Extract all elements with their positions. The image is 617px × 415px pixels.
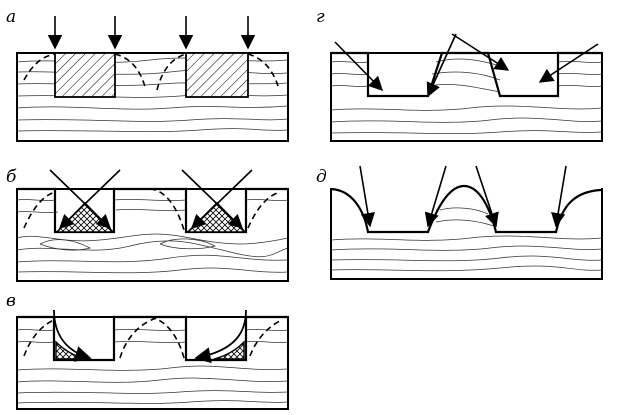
panel-b-arrow [181,169,244,230]
panel-v-wood-grain [16,329,289,404]
panel-b-groove-profile [17,187,288,234]
panel-v-dashed-curve [149,316,185,359]
panel-b-wood-grain [16,199,289,274]
panel-g: г [316,7,603,142]
panel-a-label: а [6,7,16,27]
panel-a-dashed-curve [247,53,279,87]
panel-d: д [316,165,603,280]
panel-g-arrow [451,33,510,71]
panel-b: б [6,167,289,282]
panel-v-dashed-curve [119,316,161,359]
panel-g-groove-profile [331,51,602,98]
panel-a-cutter-right [185,52,249,98]
panel-a-dashed-curve [156,53,187,91]
panel-b-chip-triangle-left [55,201,115,233]
panel-v-chip-fillet-left [55,340,87,360]
panel-b-dashed-curve [149,188,185,231]
panel-g-arrow [538,43,599,83]
panel-a-dashed-curve [23,53,56,81]
panel-b-workpiece-outline [16,188,289,282]
panel-b-label: б [6,167,17,187]
panel-a-dashed-curve [114,53,147,91]
panel-b-arrow [58,169,121,230]
panel-d-arrow [424,165,447,228]
panel-d-label: д [316,167,327,187]
panel-v: в [6,291,289,410]
panel-v-dashed-curve [23,319,55,357]
panel-v-label: в [6,291,16,311]
panel-g-arrow [426,33,457,98]
panel-g-arrow [334,41,384,92]
panel-v-dashed-curve [249,319,283,357]
panel-b-chip-triangle-right [186,201,247,233]
panel-v-cutter-path-left [53,309,92,362]
panel-a: а [6,7,289,142]
panel-g-label: г [316,7,325,27]
panel-v-cutter-path-right [194,309,247,364]
panel-b-arrow [49,169,112,230]
panel-d-arrow [475,165,499,228]
panel-b-dashed-curve [23,191,56,229]
panel-a-cutter-left [54,52,116,98]
panel-b-arrow [190,169,253,230]
panel-d-arrow [359,165,375,228]
panel-a-workpiece [16,52,289,142]
panel-v-chip-fillet-right [213,340,245,360]
panel-b-dashed-curve [247,191,281,229]
panel-d-workpiece-outline [330,188,603,280]
panel-d-arrow [551,165,567,228]
